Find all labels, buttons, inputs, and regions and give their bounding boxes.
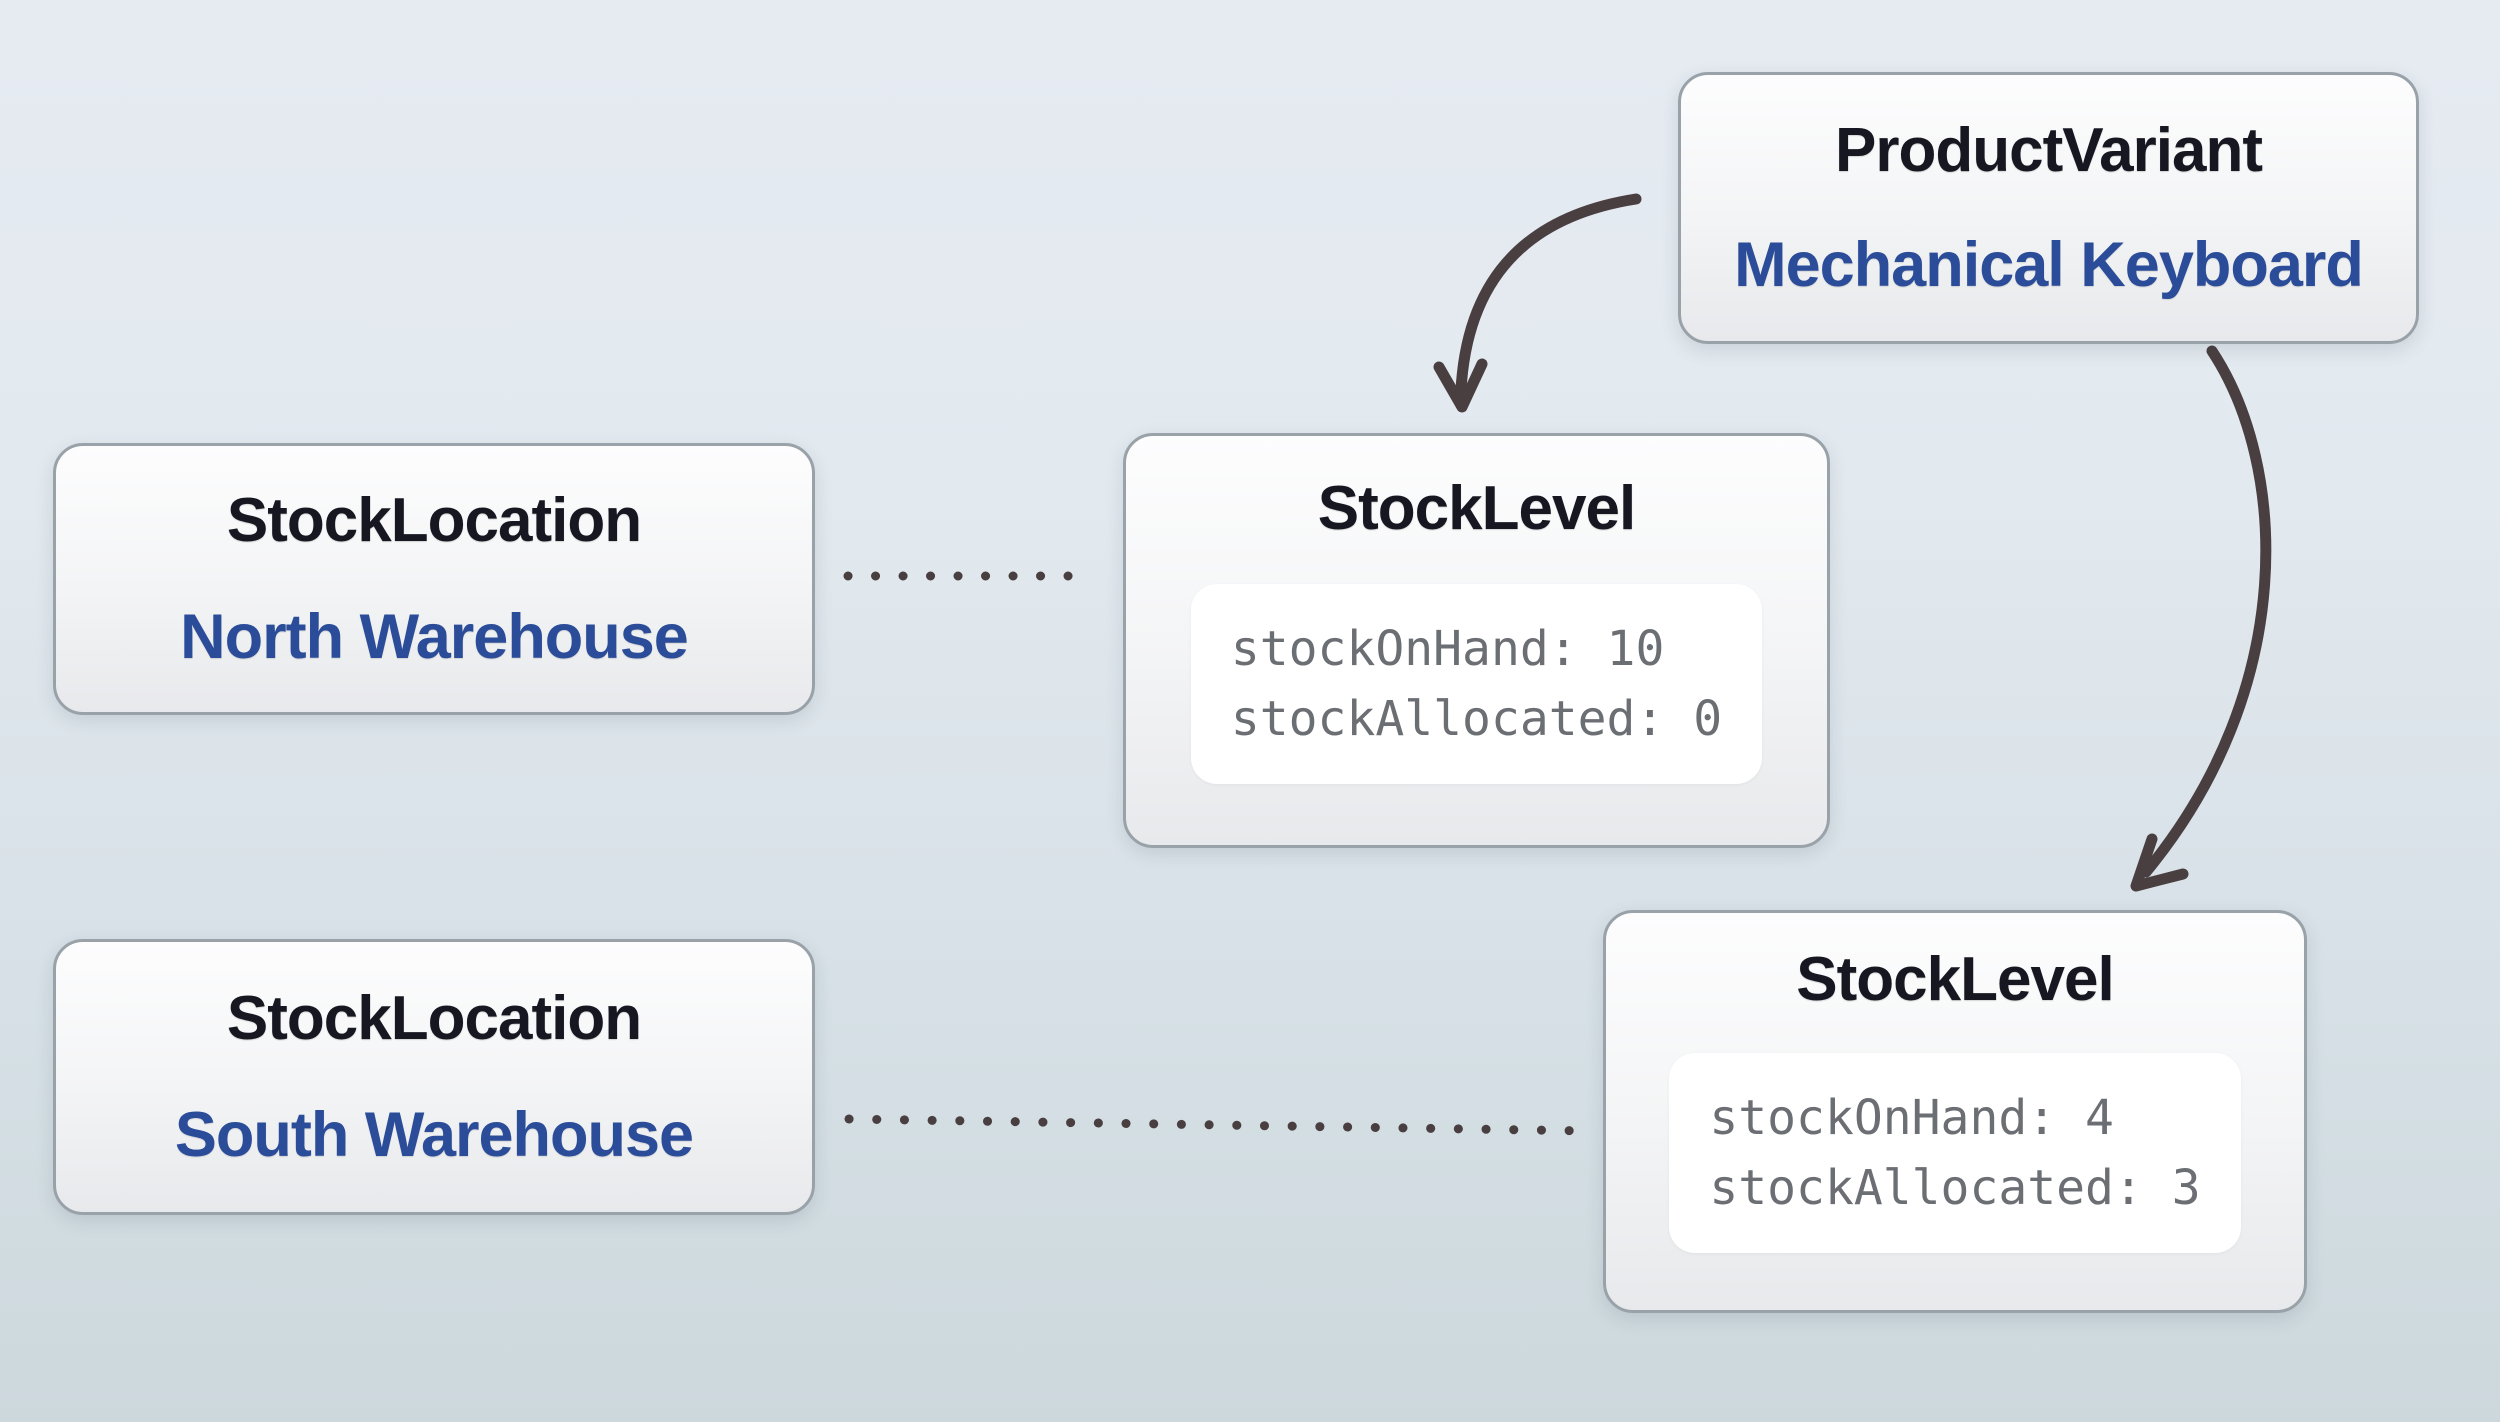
stock-fields-panel: stockOnHand: 4 stockAllocated: 3 — [1669, 1053, 2241, 1253]
stock-on-hand-field: stockOnHand: 4 — [1709, 1090, 2114, 1146]
dotted-link-south — [844, 1114, 1598, 1136]
stock-on-hand-field: stockOnHand: 10 — [1230, 621, 1665, 677]
stock-allocated-field: stockAllocated: 3 — [1709, 1160, 2201, 1216]
arrow-productvariant-to-stocklevel-north — [1455, 193, 1642, 396]
arrowhead-stocklevel-north-icon — [1433, 358, 1488, 413]
arrowhead-stocklevel-south-icon — [2130, 833, 2189, 892]
node-type-label: StockLocation — [226, 485, 642, 555]
node-stock-level-south: StockLevel stockOnHand: 4 stockAllocated… — [1603, 910, 2307, 1313]
node-instance-label: Mechanical Keyboard — [1734, 229, 2364, 300]
node-type-label: StockLevel — [1317, 474, 1636, 543]
node-type-label: ProductVariant — [1835, 115, 2263, 185]
node-stock-level-north: StockLevel stockOnHand: 10 stockAllocate… — [1123, 433, 1830, 848]
node-instance-label: South Warehouse — [174, 1099, 694, 1170]
stock-allocated-field: stockAllocated: 0 — [1230, 691, 1723, 747]
node-stock-location-north: StockLocation North Warehouse — [53, 443, 815, 715]
node-type-label: StockLocation — [226, 983, 642, 1053]
arrow-productvariant-to-stocklevel-south — [2140, 345, 2272, 878]
stock-fields-panel: stockOnHand: 10 stockAllocated: 0 — [1190, 584, 1763, 784]
node-instance-label: North Warehouse — [180, 601, 689, 672]
node-product-variant: ProductVariant Mechanical Keyboard — [1678, 72, 2419, 344]
node-type-label: StockLevel — [1796, 945, 2114, 1014]
node-stock-location-south: StockLocation South Warehouse — [53, 939, 815, 1215]
